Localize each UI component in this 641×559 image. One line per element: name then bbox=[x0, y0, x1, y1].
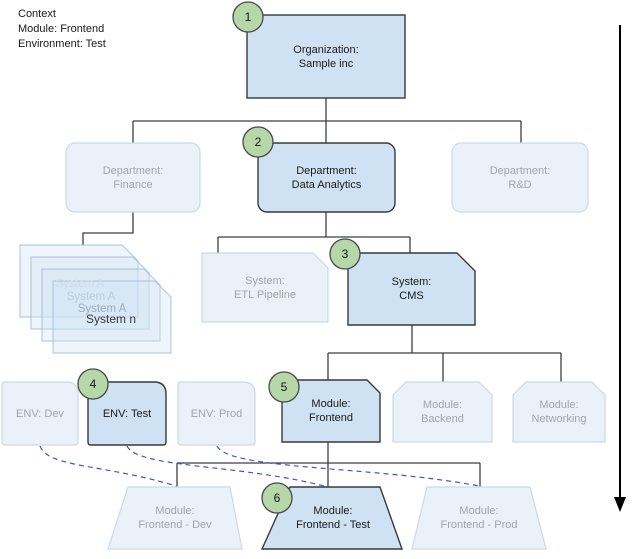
step-2-badge bbox=[242, 126, 274, 158]
timeline-arrow-head bbox=[614, 497, 626, 512]
step-6-badge bbox=[261, 482, 293, 514]
organization-node bbox=[246, 14, 406, 99]
system-etl-node bbox=[201, 252, 329, 323]
step-4-badge bbox=[77, 368, 109, 400]
system-stack-label-1: System A bbox=[55, 278, 105, 290]
module-frontend-prod-node bbox=[411, 486, 547, 550]
step-5-badge bbox=[268, 371, 300, 403]
system-stack-card-3 bbox=[41, 268, 161, 342]
dept-finance-node bbox=[65, 142, 201, 213]
module-backend-node bbox=[392, 381, 493, 443]
system-stack-label-2: System A bbox=[66, 291, 116, 303]
env-dev-node bbox=[1, 381, 79, 446]
tree-connectors bbox=[82, 98, 562, 487]
module-networking-node bbox=[512, 381, 606, 443]
system-cms-node bbox=[347, 252, 476, 326]
env-prod-node bbox=[177, 381, 256, 446]
step-1-badge bbox=[232, 1, 264, 33]
system-stack-label-3: System A bbox=[77, 303, 127, 315]
module-frontend-dev-node bbox=[107, 486, 243, 550]
dept-data-analytics-node bbox=[257, 142, 396, 213]
dept-rd-node bbox=[451, 142, 589, 213]
step-3-badge bbox=[329, 238, 361, 270]
system-stack-label-4: System n bbox=[85, 312, 137, 326]
system-stack-card-4 bbox=[52, 280, 172, 354]
module-frontend-test-node bbox=[260, 486, 403, 550]
env-mapping-links bbox=[39, 445, 480, 487]
system-stack-card-2 bbox=[30, 256, 150, 330]
context-annotation: Context Module: Frontend Environment: Te… bbox=[18, 8, 106, 50]
